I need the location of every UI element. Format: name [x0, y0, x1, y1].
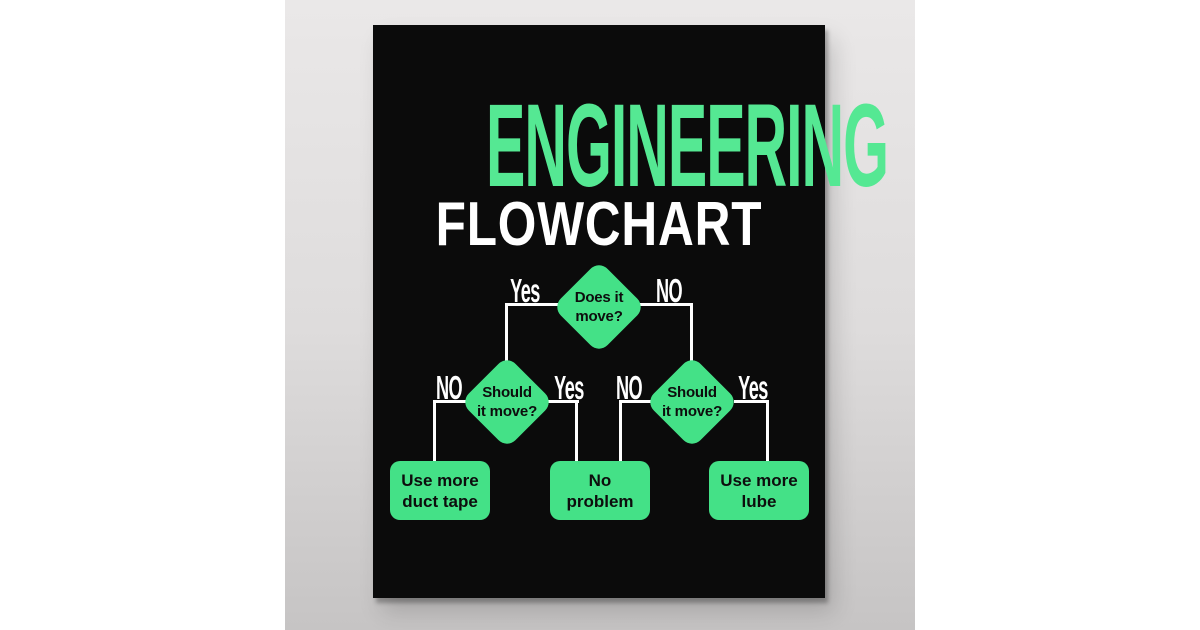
decision-text-line: it move? [476, 403, 538, 420]
outcome-text-line: Use more [401, 470, 479, 490]
edge-label-yes: Yes [738, 369, 768, 406]
decision-should-it-move-right: Should it move? [645, 355, 739, 449]
connector-line [766, 400, 769, 462]
outcome-text-line: lube [741, 491, 777, 511]
connector-line [575, 400, 578, 462]
poster-title: ENGINEERING [486, 80, 889, 212]
connector-line [734, 400, 769, 403]
outcome-text-line: duct tape [402, 491, 478, 511]
connector-line [633, 303, 693, 306]
connector-line [545, 400, 579, 403]
connector-line [619, 400, 653, 403]
connector-line [619, 400, 622, 462]
decision-text-line: move? [575, 308, 623, 325]
outcome-no-problem: No problem [550, 461, 650, 520]
edge-label-no: NO [435, 369, 463, 406]
decision-text-line: Does it [574, 289, 624, 306]
edge-label-yes: Yes [554, 369, 584, 406]
connector-line [433, 400, 436, 462]
edge-label-no: NO [655, 272, 683, 309]
connector-line [433, 400, 467, 403]
outcome-use-more-lube: Use more lube [709, 461, 809, 520]
decision-text-line: Should [482, 384, 532, 401]
edge-label-yes: Yes [510, 272, 540, 309]
outcome-text-line: Use more [720, 470, 798, 490]
decision-should-it-move-left: Should it move? [460, 355, 554, 449]
connector-line [690, 303, 693, 361]
decision-does-it-move: Does it move? [552, 260, 646, 354]
outcome-text-line: No [588, 470, 612, 490]
connector-line [505, 303, 565, 306]
decision-text-line: it move? [661, 403, 723, 420]
poster-subtitle: FLOWCHART [435, 190, 763, 259]
outcome-text-line: problem [566, 491, 634, 511]
mockup-background-panel: ENGINEERING FLOWCHART Does it move? [285, 0, 915, 630]
connector-line [505, 303, 508, 361]
edge-label-no: NO [615, 369, 643, 406]
engineering-flowchart-poster: ENGINEERING FLOWCHART Does it move? [373, 25, 889, 598]
outcome-use-more-duct-tape: Use more duct tape [390, 461, 490, 520]
decision-text-line: Should [667, 384, 717, 401]
